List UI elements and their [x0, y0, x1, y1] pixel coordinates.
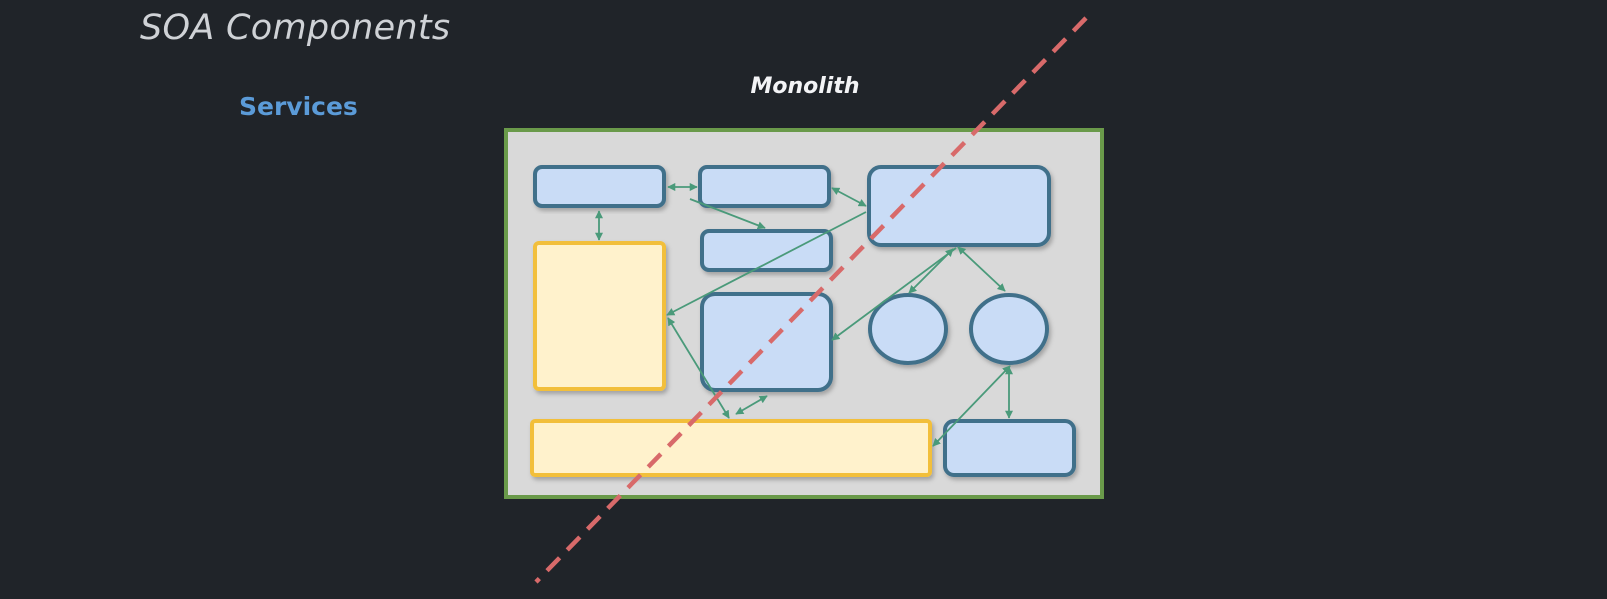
connection-arrow: [735, 395, 768, 415]
connection-arrow: [689, 198, 766, 230]
diagram-title: Monolith: [750, 74, 860, 99]
service-circle: [868, 293, 948, 365]
slide-title: SOA Components: [140, 8, 451, 48]
service-box: [533, 165, 666, 208]
service-box: [867, 165, 1051, 247]
service-box: [943, 419, 1076, 477]
connection-arrow: [957, 246, 1006, 292]
connection-arrow: [908, 248, 954, 294]
service-box: [700, 292, 833, 392]
data-store-box: [533, 241, 666, 391]
connection-arrow: [666, 211, 867, 316]
data-store-box: [530, 419, 932, 477]
section-label-services: Services: [239, 92, 358, 121]
connection-arrow: [932, 365, 1011, 447]
connection-arrow: [667, 317, 730, 419]
service-box: [698, 165, 831, 208]
split-line: [534, 16, 1088, 584]
service-box: [700, 229, 833, 272]
connection-arrow: [831, 187, 867, 207]
service-circle: [969, 293, 1049, 365]
